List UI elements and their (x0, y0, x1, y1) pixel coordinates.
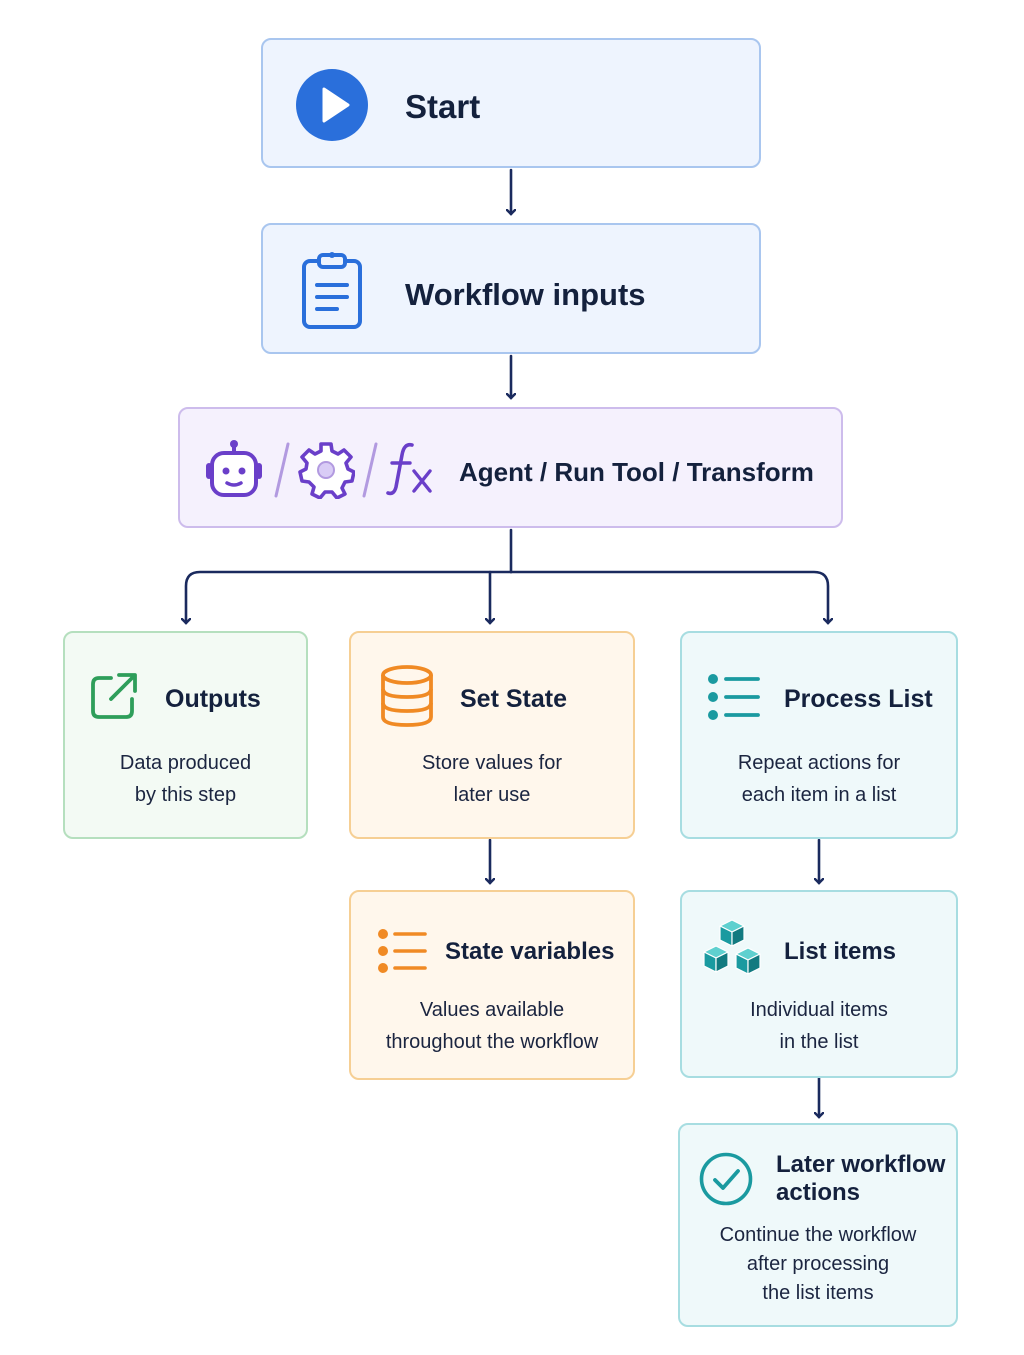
set-state-title: Set State (460, 685, 567, 713)
robot-icon (206, 440, 262, 497)
later-workflow-actions-node[interactable]: Later workflow actions Continue the work… (678, 1123, 958, 1327)
gear-icon (298, 442, 355, 499)
slash-separator-icon (362, 442, 378, 498)
workflow-inputs-title: Workflow inputs (405, 277, 646, 312)
state-variables-node[interactable]: State variables Values available through… (349, 890, 635, 1080)
agent-tool-transform-title: Agent / Run Tool / Transform (459, 457, 814, 487)
list-icon (378, 929, 427, 973)
process-list-title: Process List (784, 685, 933, 713)
state-variables-description: Values available throughout the workflow (385, 999, 599, 1053)
process-list-description: Repeat actions for each item in a list (737, 752, 901, 806)
later-workflow-actions-title: Later workflow actions (776, 1151, 946, 1206)
list-items-description: Individual items in the list (750, 999, 888, 1053)
external-link-icon (91, 673, 137, 719)
process-list-node[interactable]: Process List Repeat actions for each ite… (680, 631, 958, 839)
function-icon (386, 442, 432, 496)
arrow-branch-process-list (509, 570, 828, 623)
state-variables-title: State variables (445, 938, 615, 965)
list-icon (708, 674, 760, 720)
list-items-node[interactable]: List items Individual items in the list (680, 890, 958, 1078)
arrow-branch-outputs (186, 570, 513, 623)
agent-tool-transform-node[interactable]: Agent / Run Tool / Transform (178, 407, 843, 528)
outputs-title: Outputs (165, 685, 261, 713)
slash-separator-icon (274, 442, 290, 498)
database-icon (381, 665, 433, 727)
outputs-node[interactable]: Outputs Data produced by this step (63, 631, 308, 839)
set-state-node[interactable]: Set State Store values for later use (349, 631, 635, 839)
play-icon (296, 69, 368, 141)
later-workflow-actions-description: Continue the workflow after processing t… (719, 1224, 917, 1304)
cubes-icon (703, 919, 761, 975)
outputs-description: Data produced by this step (119, 752, 252, 806)
set-state-description: Store values for later use (421, 752, 563, 806)
workflow-inputs-node[interactable]: Workflow inputs (261, 223, 761, 354)
start-title: Start (405, 88, 481, 125)
check-circle-icon (699, 1152, 753, 1206)
start-node[interactable]: Start (261, 38, 761, 168)
list-items-title: List items (784, 938, 897, 965)
clipboard-icon (302, 252, 362, 329)
